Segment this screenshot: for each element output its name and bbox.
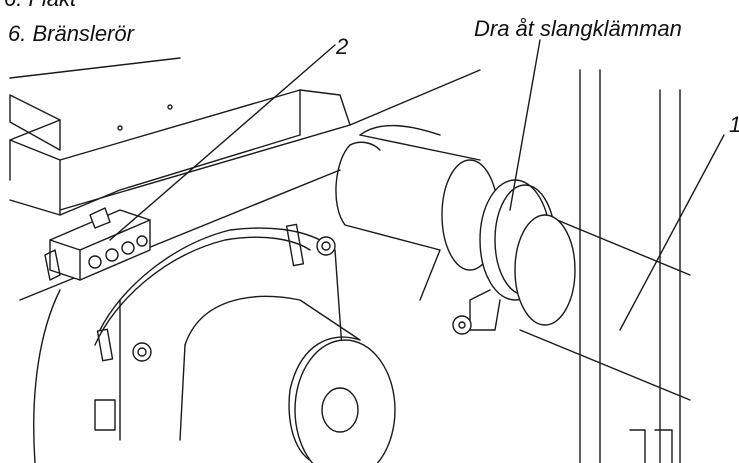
pipe-section-left bbox=[336, 126, 498, 270]
callout-number-2: 2 bbox=[336, 34, 349, 59]
frame-bars bbox=[580, 70, 680, 463]
leader-line-1 bbox=[620, 135, 724, 330]
cropped-previous-heading: 6. Fläkt bbox=[4, 0, 76, 12]
housing-top-plate bbox=[10, 95, 60, 150]
callout-number-1: 1 bbox=[729, 112, 739, 138]
leader-line-2 bbox=[110, 45, 335, 240]
motor-cylinder bbox=[180, 296, 395, 463]
housing-edge-line bbox=[10, 58, 180, 78]
leader-line-clamp bbox=[510, 40, 540, 210]
fuel-pipe bbox=[420, 215, 690, 400]
housing-panel bbox=[10, 90, 300, 215]
section-title: 6. Bränslerör bbox=[8, 21, 134, 46]
hose-clamp-callout: Dra åt slangklämman bbox=[474, 16, 682, 41]
